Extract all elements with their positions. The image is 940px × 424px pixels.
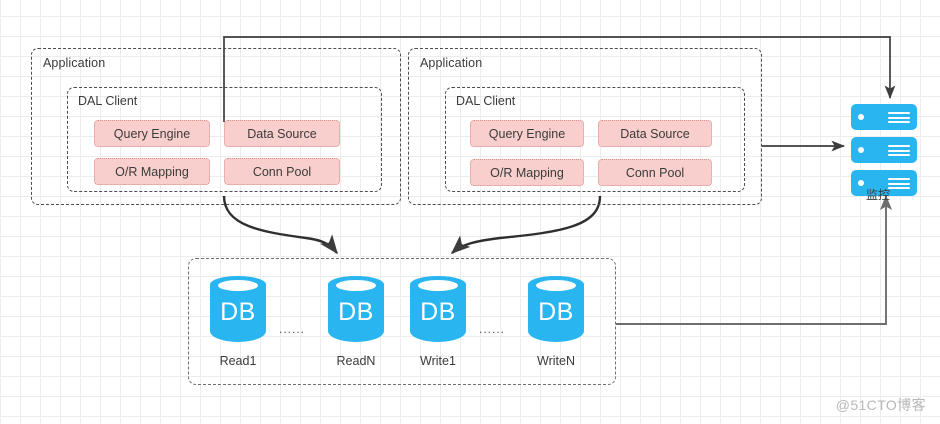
db-icon-text: DB xyxy=(420,298,456,326)
db-icon-text: DB xyxy=(338,298,374,326)
module-query-engine[interactable]: Query Engine xyxy=(470,120,584,147)
db-node-writen[interactable]: DB WriteN xyxy=(528,276,584,368)
application-box-2[interactable]: Application DAL Client Query Engine Data… xyxy=(408,48,762,205)
server-vents-icon xyxy=(888,112,910,123)
database-cylinder-icon: DB xyxy=(410,276,466,348)
server-unit-3[interactable] xyxy=(851,170,917,196)
database-group-box[interactable]: DB Read1 ...... DB ReadN DB Write1 ..... xyxy=(188,258,616,385)
db-node-caption: Write1 xyxy=(420,354,456,368)
server-unit-1[interactable] xyxy=(851,104,917,130)
db-node-caption: Read1 xyxy=(219,354,257,368)
db-node-write1[interactable]: DB Write1 xyxy=(410,276,466,368)
dal-client-label: DAL Client xyxy=(78,94,138,108)
module-data-source[interactable]: Data Source xyxy=(224,120,340,147)
db-node-caption: WriteN xyxy=(537,354,575,368)
application-label: Application xyxy=(420,56,483,70)
dal-client-box-1[interactable]: DAL Client Query Engine Data Source O/R … xyxy=(67,87,382,192)
server-status-dot xyxy=(858,180,864,186)
module-data-source[interactable]: Data Source xyxy=(598,120,712,147)
watermark: @51CTO博客 xyxy=(835,397,926,413)
application-label: Application xyxy=(43,56,106,70)
server-vents-icon xyxy=(888,145,910,156)
server-stack[interactable] xyxy=(851,104,917,196)
server-status-dot xyxy=(858,147,864,153)
database-cylinder-icon: DB xyxy=(328,276,384,348)
db-ellipsis-read: ...... xyxy=(279,322,306,336)
wire-db-to-server-monitoring xyxy=(616,194,893,325)
db-icon-text: DB xyxy=(538,298,574,326)
module-conn-pool[interactable]: Conn Pool xyxy=(224,158,340,185)
database-cylinder-icon: DB xyxy=(210,276,266,348)
db-node-read1[interactable]: DB Read1 xyxy=(210,276,266,368)
monitoring-label: 监控 xyxy=(866,188,891,202)
db-node-readn[interactable]: DB ReadN xyxy=(328,276,384,368)
dal-client-box-2[interactable]: DAL Client Query Engine Data Source O/R … xyxy=(445,87,745,192)
dal-client-label: DAL Client xyxy=(456,94,516,108)
module-or-mapping[interactable]: O/R Mapping xyxy=(94,158,210,185)
db-ellipsis-write: ...... xyxy=(479,322,506,336)
module-conn-pool[interactable]: Conn Pool xyxy=(598,159,712,186)
server-status-dot xyxy=(858,114,864,120)
application-box-1[interactable]: Application DAL Client Query Engine Data… xyxy=(31,48,401,205)
db-node-caption: ReadN xyxy=(336,354,376,368)
server-unit-2[interactable] xyxy=(851,137,917,163)
db-icon-text: DB xyxy=(220,298,256,326)
database-cylinder-icon: DB xyxy=(528,276,584,348)
module-or-mapping[interactable]: O/R Mapping xyxy=(470,159,584,186)
module-query-engine[interactable]: Query Engine xyxy=(94,120,210,147)
server-vents-icon xyxy=(888,178,910,189)
